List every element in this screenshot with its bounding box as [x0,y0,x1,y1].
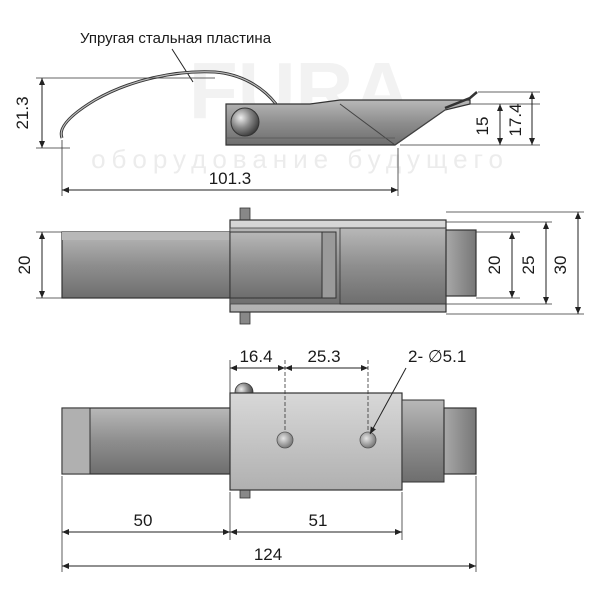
middle-view: 20 20 25 30 [15,207,584,325]
dim-hole-callout: 2- ∅5.1 [408,347,466,366]
pivot-bolt-icon [230,107,260,137]
dim-base-length: 51 [309,511,328,530]
bottom-view: 16.4 25.3 2- ∅5.1 50 51 124 [61,347,477,572]
latch-tip [444,91,478,110]
dim-length: 101.3 [209,169,252,188]
top-view: Упругая стальная пластина 21.3 15 17.4 1… [13,30,540,196]
dim-height-right-inner: 15 [473,117,492,136]
handle-underside [61,407,235,475]
dim-total-length: 124 [254,545,282,564]
spring-plate-caption: Упругая стальная пластина [80,30,272,47]
hook-underside [443,407,477,475]
caption-leader-line [171,48,194,83]
watermark-slogan: оборудование будущего [91,144,509,174]
dim-width-right-outer: 30 [551,256,570,275]
hook-tab [445,229,477,297]
dim-hole-spacing: 25.3 [307,347,340,366]
dim-width-right-mid: 25 [519,256,538,275]
mounting-hole-2 [359,431,377,449]
dim-width-right-inner: 20 [485,256,504,275]
mounting-hole-1 [276,431,294,449]
dim-hole-offset: 16.4 [239,347,272,366]
dim-height-left: 21.3 [13,96,32,129]
dim-width-left: 20 [15,256,34,275]
dim-handle-length: 50 [134,511,153,530]
dim-height-right-outer: 17.4 [506,103,525,136]
callout-leader [369,367,407,435]
